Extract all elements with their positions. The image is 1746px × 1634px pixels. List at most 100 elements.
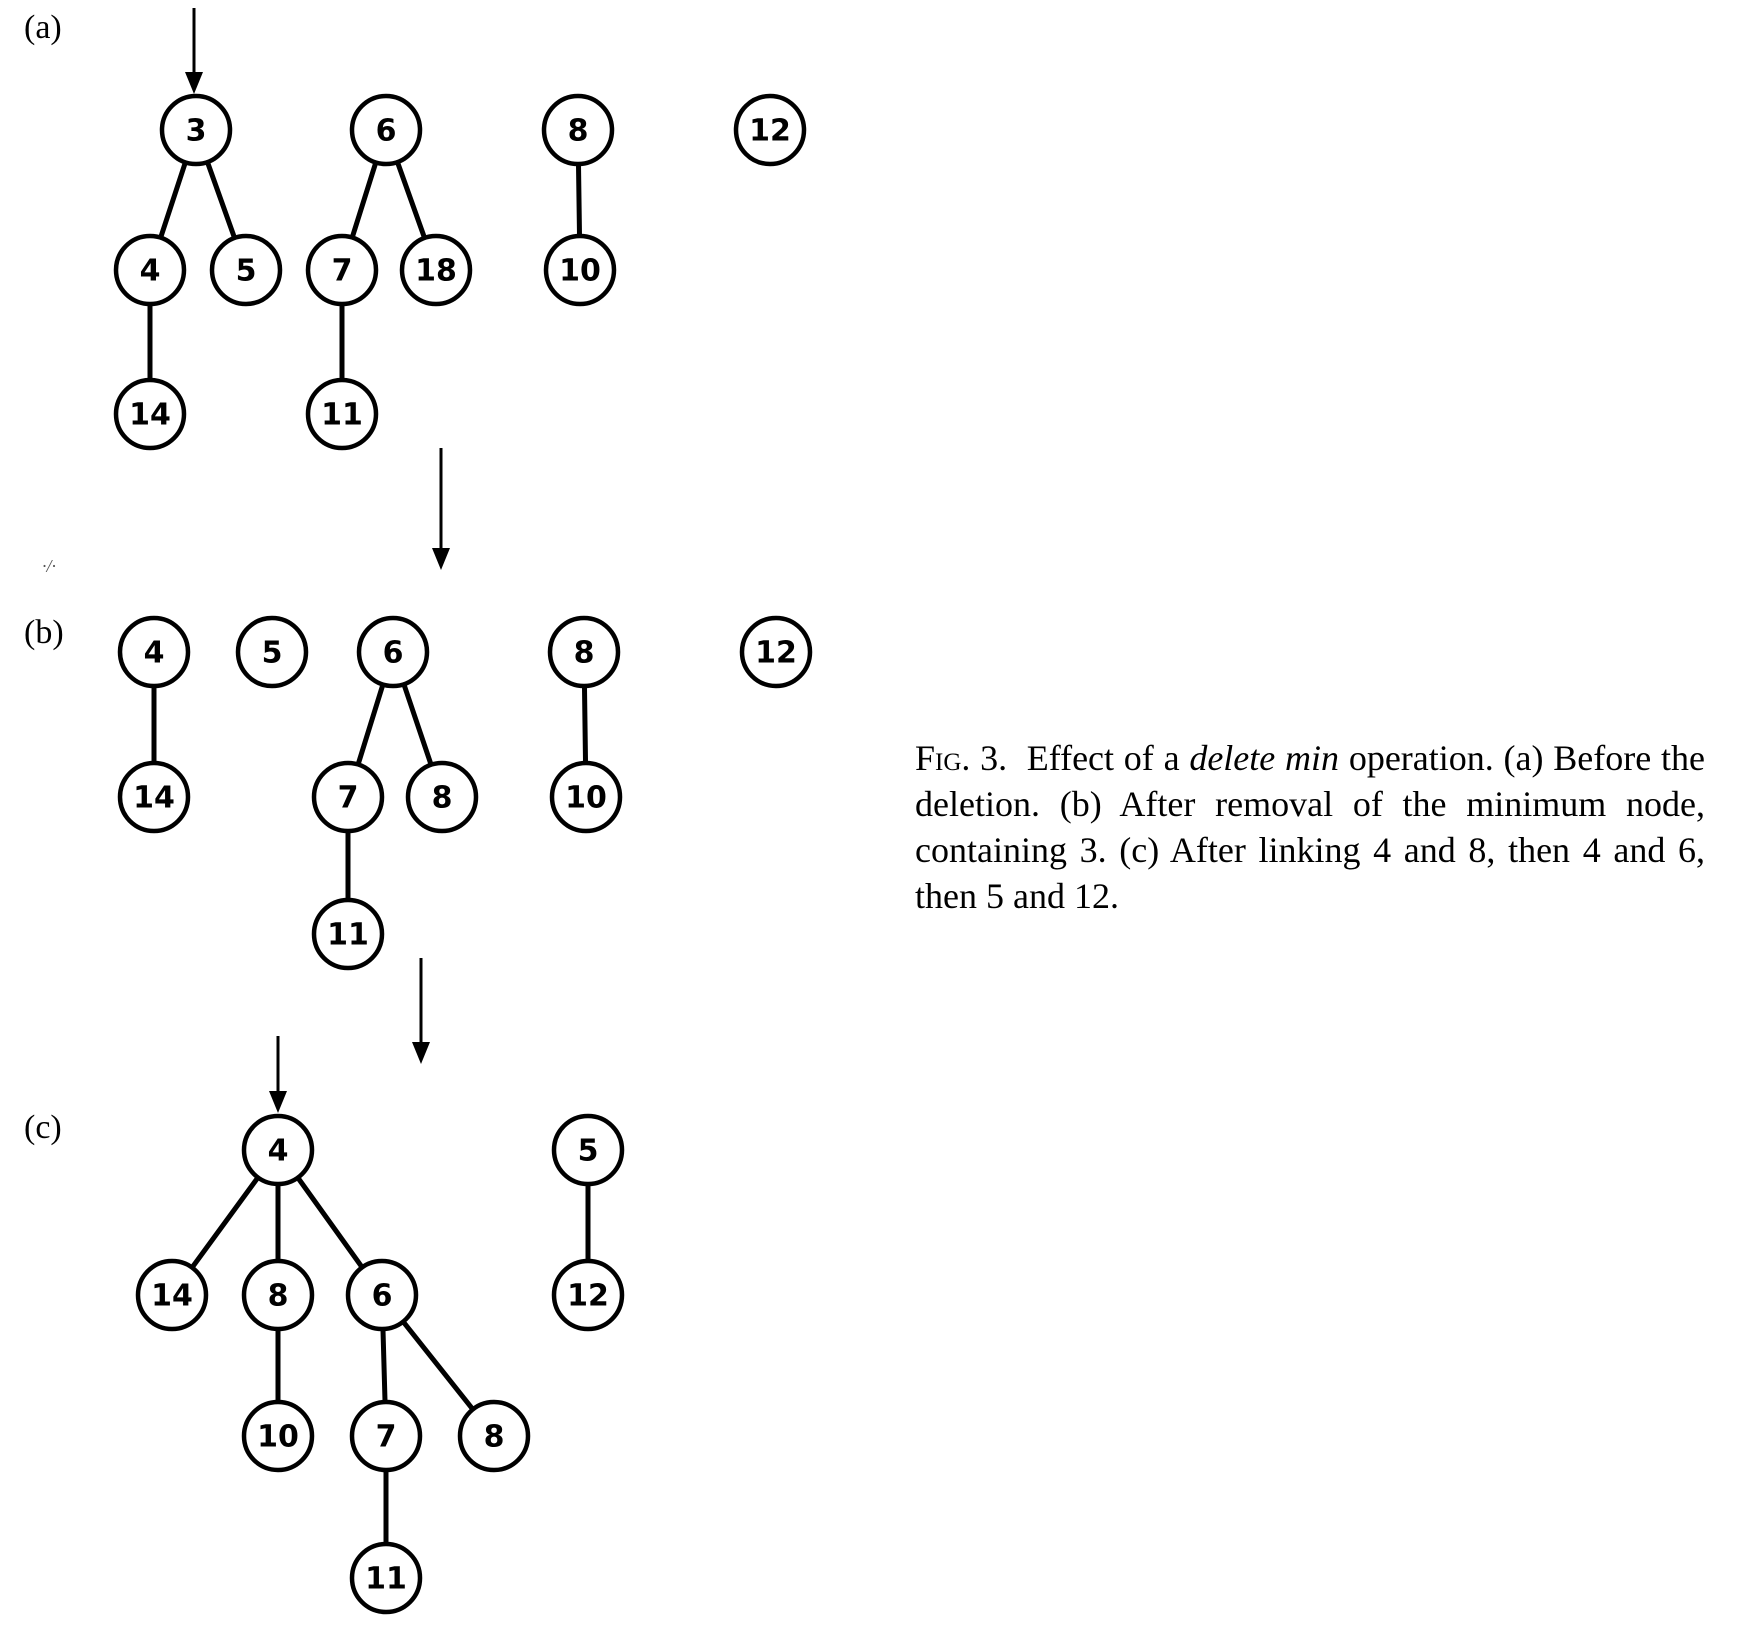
heap-node: 8 [547, 615, 621, 689]
min-pointer-arrow [185, 8, 203, 94]
node-key: 10 [559, 254, 601, 289]
node-key: 10 [257, 1420, 299, 1455]
heap-node: 5 [235, 615, 309, 689]
node-key: 8 [574, 636, 595, 671]
node-circle [356, 615, 430, 689]
heap-node: 10 [241, 1399, 315, 1473]
node-circle [551, 1258, 625, 1332]
node-circle [235, 615, 309, 689]
heap-node: 4 [117, 615, 191, 689]
heap-node: 11 [311, 897, 385, 971]
node-circle [405, 760, 479, 834]
node-key: 7 [338, 781, 359, 816]
heap-node: 7 [311, 760, 385, 834]
heap-node: 8 [241, 1258, 315, 1332]
heap-node: 6 [349, 93, 423, 167]
heap-node: 4 [113, 233, 187, 307]
node-key: 7 [332, 254, 353, 289]
node-circle [305, 233, 379, 307]
heap-node: 18 [399, 233, 473, 307]
node-key: 12 [749, 114, 791, 149]
node-circle [241, 1399, 315, 1473]
node-circle [399, 233, 473, 307]
heap-node: 12 [739, 615, 813, 689]
node-key: 8 [432, 781, 453, 816]
node-key: 14 [151, 1279, 193, 1314]
node-key: 12 [567, 1279, 609, 1314]
node-key: 8 [268, 1279, 289, 1314]
node-key: 3 [186, 114, 207, 149]
heap-node: 3 [159, 93, 233, 167]
node-key: 6 [372, 1279, 393, 1314]
node-key: 4 [140, 254, 161, 289]
node-key: 8 [568, 114, 589, 149]
panel-label-a: (a) [24, 9, 62, 46]
heap-node: 14 [117, 760, 191, 834]
heap-node: 7 [305, 233, 379, 307]
heap-node: 8 [541, 93, 615, 167]
node-circle [345, 1258, 419, 1332]
heap-node: 14 [135, 1258, 209, 1332]
node-circle [739, 615, 813, 689]
heap-node: 12 [551, 1258, 625, 1332]
node-circle [209, 233, 283, 307]
node-circle [113, 377, 187, 451]
heap-node: 8 [405, 760, 479, 834]
heap-node: 11 [349, 1541, 423, 1615]
node-circle [305, 377, 379, 451]
node-key: 11 [365, 1562, 407, 1597]
node-circle [349, 1541, 423, 1615]
panel-label-b: (b) [24, 614, 64, 651]
node-circle [349, 93, 423, 167]
node-key: 11 [321, 398, 363, 433]
node-key: 10 [565, 781, 607, 816]
heap-node: 11 [305, 377, 379, 451]
node-circle [733, 93, 807, 167]
caption-emphasis: delete min [1189, 738, 1340, 778]
arrows-layer [185, 8, 450, 1113]
figure-caption: Fig. 3. Effect of a delete min operation… [915, 735, 1705, 919]
heap-node: 4 [241, 1113, 315, 1187]
node-circle [311, 760, 385, 834]
heap-node: 10 [549, 760, 623, 834]
edges-layer [147, 127, 591, 1581]
node-circle [113, 233, 187, 307]
scan-smudge: ·/· [42, 556, 56, 576]
heap-node: 12 [733, 93, 807, 167]
node-key: 6 [383, 636, 404, 671]
node-key: 14 [133, 781, 175, 816]
min-pointer-arrow [269, 1036, 287, 1113]
node-key: 11 [327, 918, 369, 953]
node-key: 5 [262, 636, 283, 671]
node-circle [241, 1258, 315, 1332]
node-circle [241, 1113, 315, 1187]
node-key: 6 [376, 114, 397, 149]
heap-node: 5 [551, 1113, 625, 1187]
node-circle [457, 1399, 531, 1473]
node-key: 12 [755, 636, 797, 671]
heap-node: 8 [457, 1399, 531, 1473]
caption-text-after: operation. (a) Before the deletion. (b) … [915, 738, 1705, 916]
caption-text-before: Effect of a [1026, 738, 1190, 778]
transition-arrow [432, 448, 450, 570]
nodes-layer: 3 4 14 5 6 7 11 18 8 10 12 4 14 5 6 7 11 8 8 10 12 4 14 8 10 6 7 11… [113, 93, 813, 1615]
node-circle [541, 93, 615, 167]
node-circle [117, 760, 191, 834]
node-key: 4 [144, 636, 165, 671]
heap-node: 6 [345, 1258, 419, 1332]
node-circle [117, 615, 191, 689]
node-circle [543, 233, 617, 307]
node-key: 5 [236, 254, 257, 289]
node-key: 7 [376, 1420, 397, 1455]
node-circle [311, 897, 385, 971]
heap-node: 7 [349, 1399, 423, 1473]
heap-node: 10 [543, 233, 617, 307]
caption-figure-label: Fig. 3. [915, 738, 1008, 778]
node-key: 14 [129, 398, 171, 433]
node-key: 18 [415, 254, 457, 289]
node-circle [549, 760, 623, 834]
transition-arrow [412, 958, 430, 1064]
node-key: 4 [268, 1134, 289, 1169]
heap-node: 14 [113, 377, 187, 451]
